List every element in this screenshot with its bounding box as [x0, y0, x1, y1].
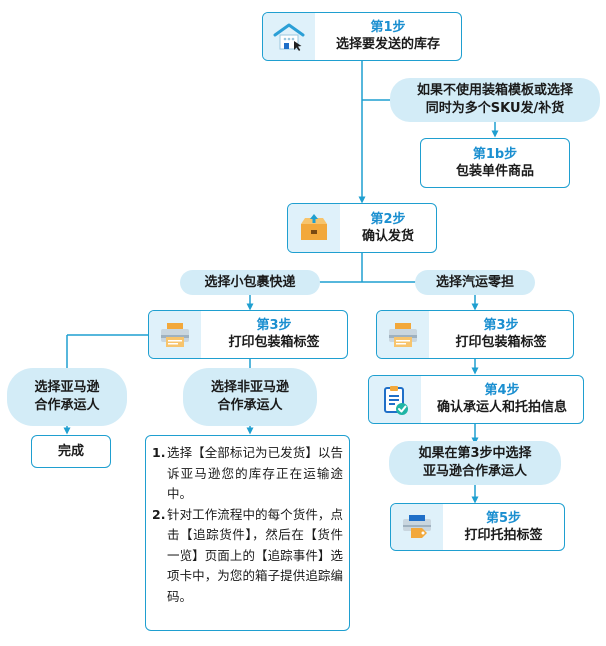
step3-small-number: 第3步 — [256, 318, 292, 333]
branch-ltl-pill: 选择汽运零担 — [415, 270, 535, 295]
step1-label: 选择要发送的库存 — [335, 37, 440, 52]
step1-number: 第1步 — [370, 20, 406, 35]
step3-ltl-label: 打印包装箱标签 — [455, 335, 547, 350]
condition-sku-line2: 同时为多个SKU发/补货 — [425, 101, 565, 116]
instruction-item-2-text: 针对工作流程中的每个货件，点击【追踪货件】，然后在【货件一览】页面上的【追踪事件… — [167, 506, 343, 604]
printer-icon — [149, 311, 201, 358]
done-label: 完成 — [57, 443, 84, 459]
condition-sku-pill: 如果不使用装箱模板或选择 同时为多个SKU发/补货 — [390, 78, 600, 122]
condition-sku-line1: 如果不使用装箱模板或选择 — [416, 83, 573, 98]
instruction-item-1-number: 1. — [152, 445, 166, 460]
step2-box: 第2步 确认发货 — [287, 203, 437, 253]
non-amazon-partnered-line1: 选择非亚马逊 — [210, 380, 289, 395]
step2-label: 确认发货 — [361, 228, 414, 244]
step1b-label: 包装单件商品 — [455, 163, 534, 179]
label-printer-icon — [391, 504, 443, 550]
step3-small-label: 打印包装箱标签 — [228, 335, 320, 350]
step4-number: 第4步 — [484, 383, 520, 398]
amazon-partnered-line1: 选择亚马逊 — [34, 380, 100, 395]
step1-box: 第1步 选择要发送的库存 — [262, 12, 462, 61]
amazon-partnered-line2: 合作承运人 — [34, 398, 100, 413]
done-box: 完成 — [31, 435, 111, 468]
non-amazon-partnered-carrier-pill: 选择非亚马逊 合作承运人 — [183, 368, 317, 426]
amazon-partnered-carrier-pill: 选择亚马逊 合作承运人 — [7, 368, 127, 426]
step5-box: 第5步 打印托拍标签 — [390, 503, 565, 551]
package-box-icon — [288, 204, 340, 252]
condition-step3-line1: 如果在第3步中选择 — [418, 446, 532, 461]
instruction-item-2: 2. 针对工作流程中的每个货件，点击【追踪货件】，然后在【货件一览】页面上的【追… — [152, 505, 343, 608]
step3-ltl-number: 第3步 — [483, 318, 519, 333]
step3-ltl-box: 第3步 打印包装箱标签 — [376, 310, 574, 359]
clipboard-check-icon — [369, 376, 421, 423]
step3-small-box: 第3步 打印包装箱标签 — [148, 310, 348, 359]
instructions-box: 1. 选择【全部标记为已发货】以告诉亚马逊您的库存正在运输途中。 2. 针对工作… — [145, 435, 350, 631]
step4-label: 确认承运人和托拍信息 — [436, 400, 567, 415]
instruction-item-2-number: 2. — [152, 506, 166, 522]
step1b-box: 第1b步 包装单件商品 — [420, 138, 570, 188]
non-amazon-partnered-line2: 合作承运人 — [217, 398, 283, 413]
step5-label: 打印托拍标签 — [464, 527, 543, 543]
condition-step3-line2: 亚马逊合作承运人 — [422, 464, 527, 479]
branch-small-parcel-label: 选择小包裹快递 — [204, 274, 296, 290]
warehouse-cursor-icon — [263, 13, 315, 60]
instruction-item-1: 1. 选择【全部标记为已发货】以告诉亚马逊您的库存正在运输途中。 — [152, 443, 343, 505]
step2-number: 第2步 — [370, 211, 406, 227]
condition-step3-partnered-pill: 如果在第3步中选择 亚马逊合作承运人 — [389, 441, 561, 485]
step1b-number: 第1b步 — [472, 146, 518, 162]
branch-ltl-label: 选择汽运零担 — [435, 274, 514, 290]
instruction-item-1-text: 选择【全部标记为已发货】以告诉亚马逊您的库存正在运输途中。 — [167, 445, 343, 501]
step5-number: 第5步 — [485, 510, 522, 526]
branch-small-parcel-pill: 选择小包裹快递 — [180, 270, 320, 295]
printer-icon — [377, 311, 429, 358]
step4-box: 第4步 确认承运人和托拍信息 — [368, 375, 584, 424]
